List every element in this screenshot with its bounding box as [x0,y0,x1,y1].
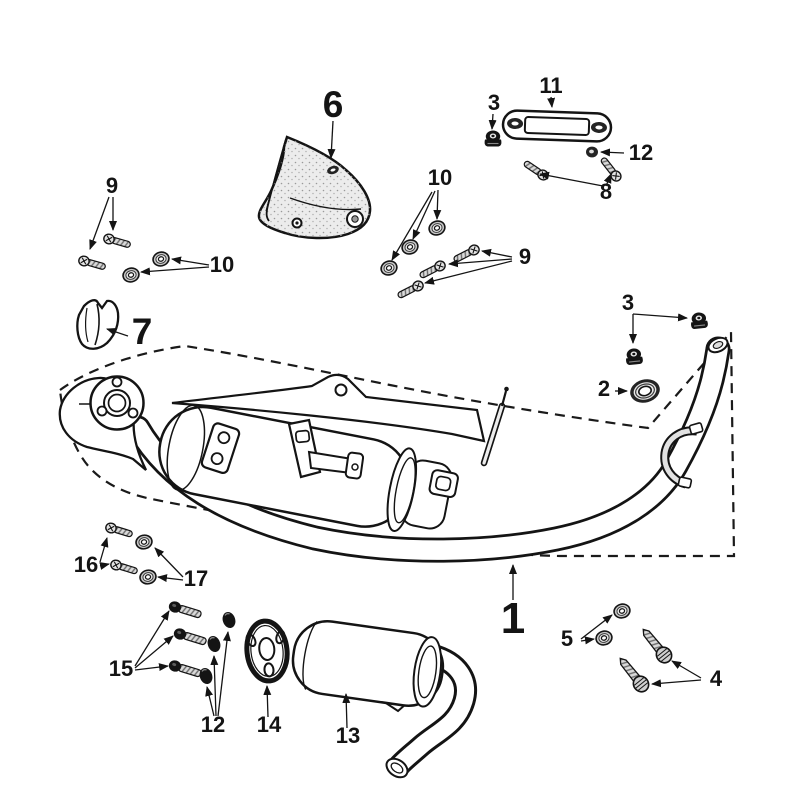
muffler-l-bracket [287,418,365,480]
exhaust-assembly [58,336,731,563]
heat-shield-grommet-hole [327,165,339,175]
callout-hex-bolts: 15 [109,656,133,681]
probe-rod [480,386,509,467]
top-mounting-plate [171,373,486,443]
flange-nut [624,347,644,366]
callout-washers-middle: 10 [428,165,452,190]
callout-cap-nuts: 12 [201,712,225,737]
screw [395,278,426,301]
screw [108,558,140,577]
bolt [613,652,653,696]
washer [150,249,172,269]
screw [103,521,135,540]
hex-bolt [166,599,204,621]
cap-nut [196,665,216,687]
callout-washers-left: 10 [210,252,234,277]
callout-washers-17: 17 [184,566,208,591]
small-nut [586,146,598,158]
heat-shield [257,135,372,240]
washer [120,265,142,285]
muffler-strap-bracket [200,422,241,475]
callout-nut-12-top: 12 [629,140,653,165]
cap-nut [204,633,224,655]
callout-nuts-right: 3 [622,290,634,315]
pipe-clamp-bracket [660,422,704,489]
callout-labels: 6 9 10 7 3 11 12 8 10 9 3 2 1 16 17 15 1… [74,73,723,748]
screw [101,232,133,251]
callout-bolts-4: 4 [710,666,723,691]
callout-mounting-plate: 11 [539,73,562,98]
screw [521,158,551,183]
callout-exhaust-assembly: 1 [501,594,525,643]
cap-nut [219,609,239,631]
callout-screws-16: 16 [74,552,98,577]
pipe-inlet-tip [707,336,729,354]
assembly-boundary-dashed-outline [58,329,736,558]
flange-nut [689,311,709,330]
washer [137,567,159,587]
leader-lines [89,96,702,729]
callout-heat-shield: 6 [323,84,344,125]
seal-ring [626,375,664,407]
inlet-flange [89,375,145,431]
callout-screws-8: 8 [600,179,612,204]
mounting-ear-hole [334,383,348,397]
hex-bolt [171,626,209,648]
screw [417,258,448,281]
callout-screws-left: 9 [106,173,118,198]
screw [76,254,108,273]
callout-screws-middle: 9 [519,244,531,269]
callout-nut-top: 3 [488,90,500,115]
bolt [636,623,676,667]
callout-seal-ring: 2 [598,376,610,401]
washer [593,628,615,648]
flange-nut [484,129,502,148]
screw [451,242,482,265]
exhaust-gasket [244,618,290,684]
callout-silencer: 13 [336,723,360,748]
washer [611,601,633,621]
washer [426,218,448,238]
silencer [291,620,477,779]
mounting-plate [501,109,613,143]
callout-washers-5: 5 [561,626,573,651]
callout-deflector: 7 [132,311,153,352]
deflector-guard [76,299,120,350]
washer [378,258,400,278]
washer [133,532,155,552]
callout-gasket: 14 [257,712,282,737]
hex-bolt [166,658,204,680]
